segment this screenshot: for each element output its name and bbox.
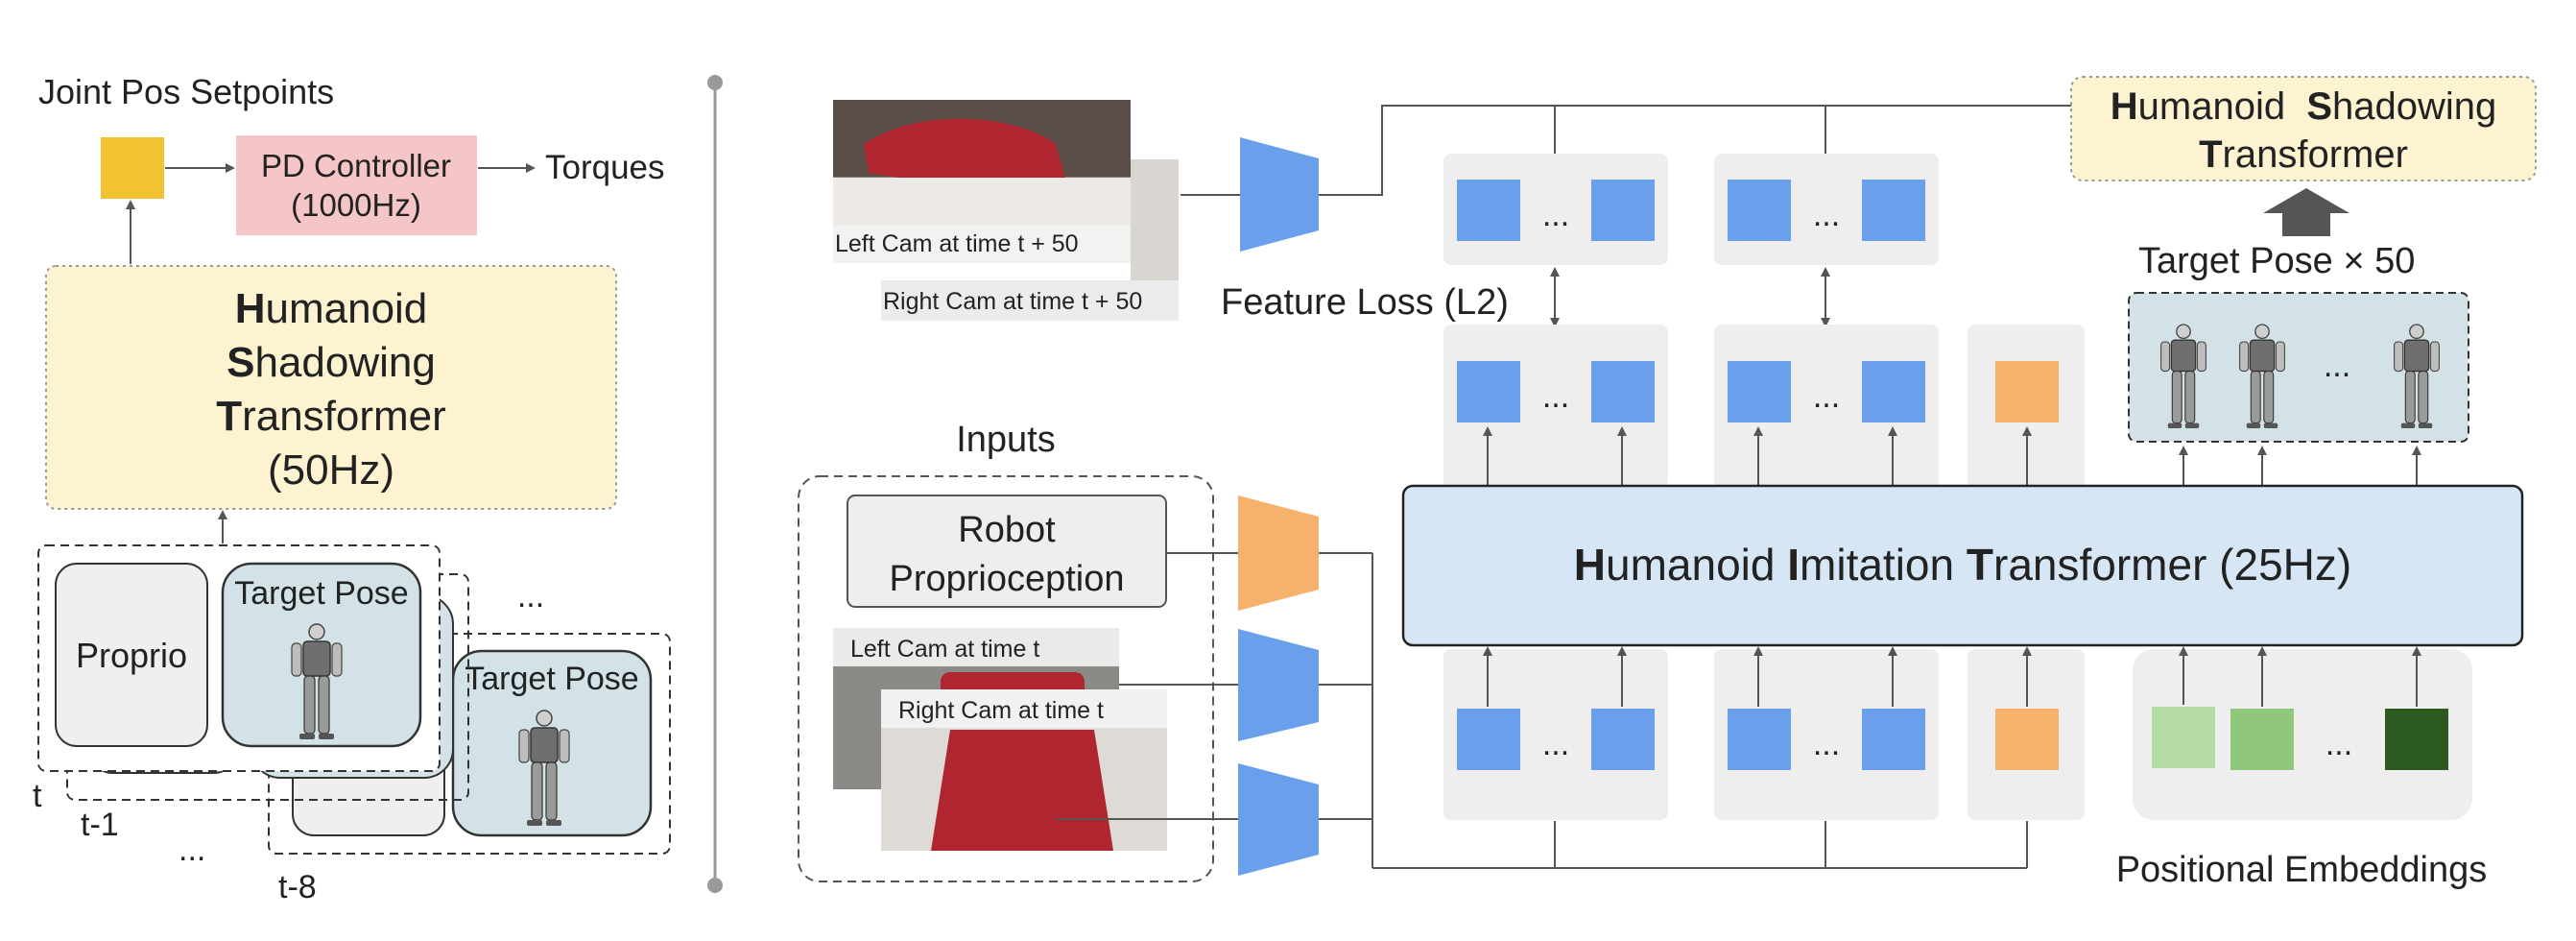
hst-top-line-1: Humanoid Shadowing: [2111, 85, 2497, 128]
pd-controller-label: PD Controller: [261, 148, 451, 183]
right-cam-now-image: Right Cam at time t: [881, 689, 1167, 851]
robot-proprioception-box: [847, 495, 1167, 608]
hst-line-2: Shadowing: [227, 339, 436, 386]
hst-top-line-2: Transformer: [2199, 133, 2408, 176]
inputs-label: Inputs: [956, 420, 1056, 460]
left-cam-future-image: Left Cam at time t + 50: [833, 100, 1131, 263]
input-token-panel-2: [1714, 649, 1939, 820]
vision-encoder-left: [1238, 629, 1319, 741]
svg-text:...: ...: [1542, 197, 1569, 233]
feature-loss-label: Feature Loss (L2): [1221, 282, 1509, 323]
time-t8-label: t-8: [278, 869, 317, 905]
proprio-card: [55, 563, 208, 747]
left-cam-now-label: Left Cam at time t: [850, 636, 1039, 663]
input-token-panel-1: [1443, 649, 1668, 820]
positional-embedding-panel: [2133, 649, 2472, 820]
pd-controller-rate: (1000Hz): [291, 187, 421, 223]
hst-rate: (50Hz): [268, 446, 394, 494]
hst-line-1: Humanoid: [235, 285, 428, 332]
inputs-group: [798, 475, 1214, 882]
setpoints-label: Joint Pos Setpoints: [38, 72, 334, 111]
right-cam-future-label: Right Cam at time t + 50: [883, 288, 1142, 315]
vision-encoder-future: [1240, 137, 1319, 252]
hit-box: [1401, 484, 2524, 647]
hit-label: Humanoid Imitation Transformer (25Hz): [1574, 540, 2351, 590]
time-t1-label: t-1: [81, 807, 119, 843]
hst-top-box: [2070, 76, 2537, 181]
target-pose-x50-label: Target Pose × 50: [2138, 241, 2415, 281]
svg-text:...: ...: [2324, 348, 2350, 384]
svg-text:...: ...: [1813, 197, 1840, 233]
up-arrow-icon: [2263, 188, 2349, 236]
svg-text:...: ...: [1542, 726, 1569, 762]
svg-text:...: ...: [1542, 378, 1569, 415]
time-t-label: t: [33, 778, 42, 814]
proprio-label: Proprio: [76, 636, 187, 675]
positional-embeddings-label: Positional Embeddings: [2116, 850, 2488, 890]
target-pose-back-label: Target Pose: [465, 661, 638, 697]
right-cam-now-label: Right Cam at time t: [898, 697, 1104, 724]
svg-text:Proprioception: Proprioception: [889, 559, 1124, 599]
hst-line-3: Transformer: [216, 393, 446, 440]
vision-encoder-right: [1238, 763, 1319, 876]
svg-text:...: ...: [1813, 726, 1840, 762]
pd-controller-box: [236, 135, 477, 235]
target-pose-output-box: [2128, 292, 2469, 443]
svg-text:Robot: Robot: [958, 510, 1056, 550]
ellipsis-stack: ...: [517, 578, 544, 615]
setpoint-square: [101, 137, 164, 199]
left-cam-future-label: Left Cam at time t + 50: [835, 230, 1079, 257]
svg-text:...: ...: [2326, 726, 2352, 762]
proprio-encoder: [1238, 495, 1319, 611]
right-cam-future-image: Right Cam at time t + 50: [881, 159, 1179, 321]
torques-label: Torques: [545, 149, 665, 186]
target-pose-label: Target Pose: [234, 575, 408, 612]
time-dots-label: ...: [179, 832, 205, 868]
hst-box: [45, 265, 617, 510]
svg-text:...: ...: [1813, 378, 1840, 415]
